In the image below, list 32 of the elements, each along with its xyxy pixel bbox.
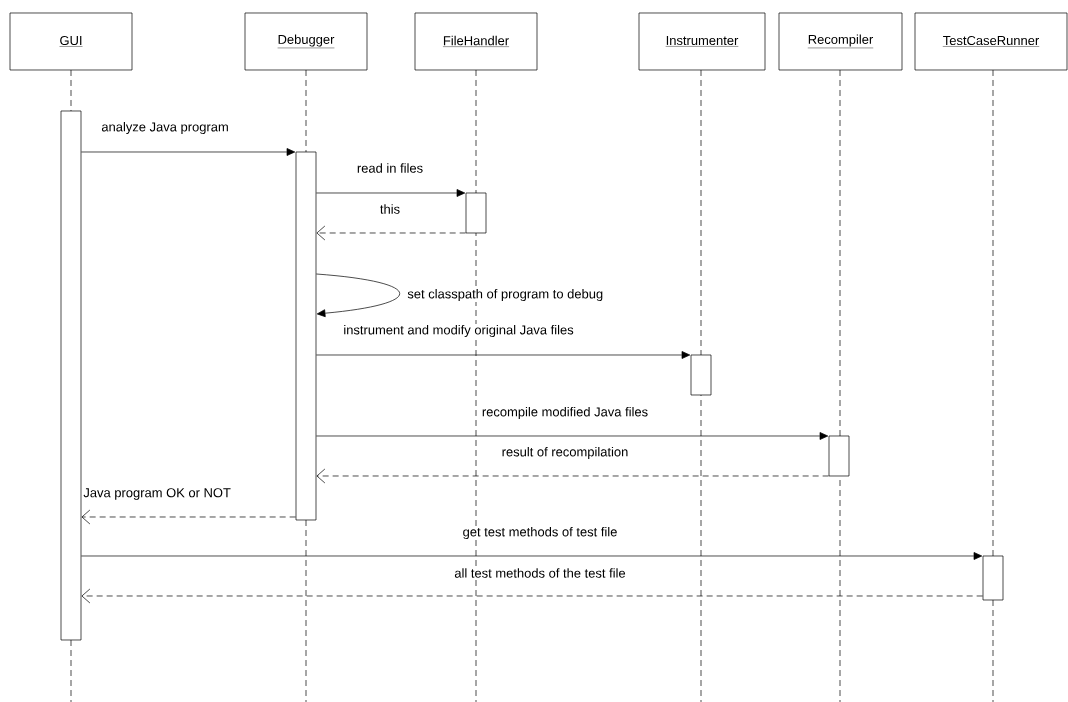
object-box: Recompiler [778,12,903,71]
object-box: TestCaseRunner [914,12,1068,71]
message-label: instrument and modify original Java files [342,323,575,339]
message-label: analyze Java program [100,120,230,136]
object-box: FileHandler [414,12,538,71]
message-arrow [316,225,466,241]
message-label: all test methods of the test file [453,567,627,579]
message-label: Java program OK or NOT [82,487,232,501]
message-arrow [81,509,296,525]
activation-bar [60,110,82,641]
message-arrow [316,468,829,484]
object-box: GUI [9,12,133,71]
message-arrow [316,273,401,318]
activation-bar [465,192,487,234]
message-label: recompile modified Java files [480,405,650,421]
object-box: Instrumenter [638,12,766,71]
object-box: Debugger [244,12,368,71]
message-arrow [316,432,829,440]
message-label: result of recompilation [500,445,630,461]
message-arrow [81,588,983,604]
message-label: set classpath of program to debug [406,287,605,303]
message-label: this [378,203,402,215]
message-label: get test methods of test file [461,525,619,541]
activation-bar [982,555,1004,601]
message-arrow [81,148,296,156]
activation-bar [828,435,850,477]
message-arrow [316,351,691,359]
message-arrow [316,189,466,197]
message-arrow [81,552,983,560]
activation-bar [295,151,317,521]
message-label: read in files [355,162,425,174]
activation-bar [690,354,712,396]
